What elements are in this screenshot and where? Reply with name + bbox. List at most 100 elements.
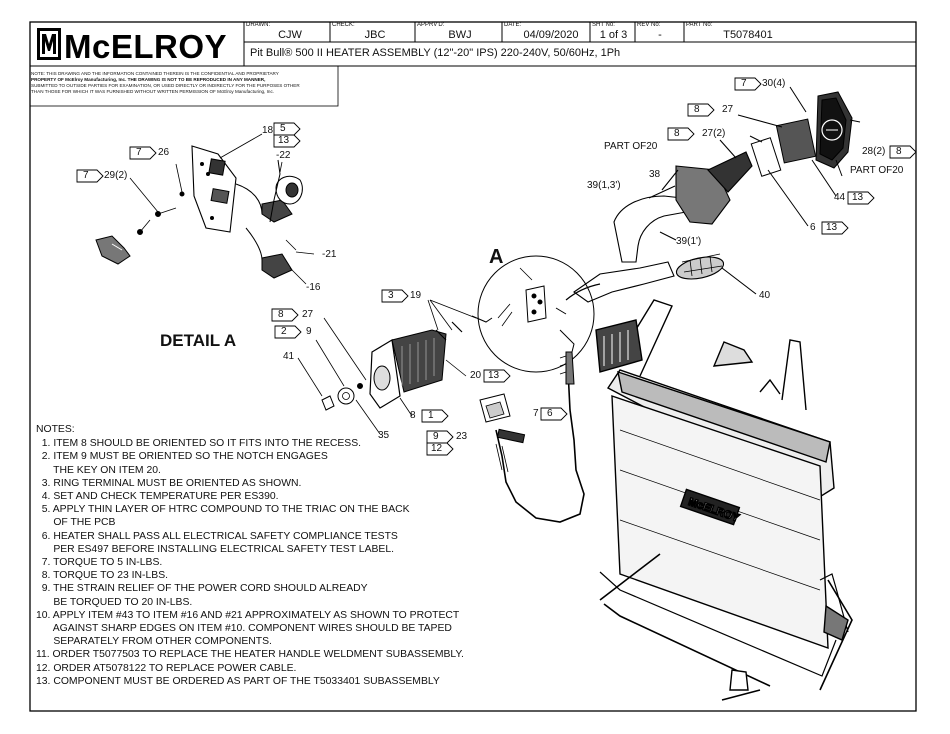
rev-value: -	[658, 29, 662, 41]
flag-8: 8	[674, 128, 680, 139]
note-line: THE KEY ON ITEM 20.	[36, 464, 161, 476]
callout-29: 29(2)	[104, 170, 128, 181]
notes-block: NOTES: 1. ITEM 8 SHOULD BE ORIENTED SO I…	[36, 423, 506, 688]
notes-title: NOTES:	[36, 424, 75, 435]
flag-outlines	[76, 77, 917, 456]
confidential-line: THAN THOSE FOR WHICH IT WAS FURNISHED WI…	[31, 89, 275, 94]
flag-12: 12	[431, 443, 443, 454]
callout-30: 30(4)	[762, 78, 786, 89]
part-caption: PART No:	[686, 22, 713, 28]
callout-part-of-20: PART OF20	[850, 165, 904, 176]
note-line: 7. TORQUE TO 5 IN-LBS.	[36, 557, 163, 569]
callout-27-2: 27(2)	[702, 128, 726, 139]
drawn-caption: DRAWN:	[246, 22, 271, 28]
flag-5: 5	[280, 123, 286, 134]
sheet-value: 1 of 3	[599, 29, 628, 41]
flag-9: 9	[433, 431, 439, 442]
callout-39-a: 39(1,3')	[587, 180, 621, 191]
callout-27-c: 27	[302, 309, 314, 320]
callout-44: 44	[834, 192, 846, 203]
flag-1: 1	[428, 410, 434, 421]
callout-8: 8	[410, 410, 416, 421]
callout-18: 18	[262, 125, 274, 136]
callout-16: -16	[306, 282, 321, 293]
rev-caption: REV No:	[637, 22, 661, 28]
flag-13: 13	[826, 222, 838, 233]
callout-part-of-20: PART OF20	[604, 141, 658, 152]
flag-7: 7	[83, 170, 89, 181]
note-line: AGAINST SHARP EDGES ON ITEM #10. COMPONE…	[36, 623, 452, 635]
callout-9: 9	[306, 326, 312, 337]
note-line: SEPARATELY FROM OTHER COMPONENTS.	[36, 636, 272, 648]
check-caption: CHECK:	[332, 22, 355, 28]
note-line: 12. ORDER AT5078122 TO REPLACE POWER CAB…	[36, 662, 297, 674]
callout-6: 6	[810, 222, 816, 233]
callout-26: 26	[158, 147, 170, 158]
callout-40: 40	[759, 290, 771, 301]
date-caption: DATE:	[504, 22, 522, 28]
flag-6: 6	[547, 408, 553, 419]
flag-2: 2	[281, 326, 287, 337]
note-line: 5. APPLY THIN LAYER OF HTRC COMPOUND TO …	[36, 504, 410, 516]
drawn-value: CJW	[278, 29, 302, 41]
note-line: PER ES497 BEFORE INSTALLING ELECTRICAL S…	[36, 543, 395, 555]
callout-39-b: 39(1')	[676, 236, 702, 247]
callout-19: 19	[410, 290, 422, 301]
callout-7: 7	[533, 408, 539, 419]
detail-a-label: DETAIL A	[160, 331, 237, 350]
flag-8: 8	[278, 309, 284, 320]
note-line: 13. COMPONENT MUST BE ORDERED AS PART OF…	[36, 675, 440, 687]
confidentiality-notice: NOTE: THIS DRAWING AND THE INFORMATION C…	[31, 71, 336, 95]
callout-20: 20	[470, 370, 482, 381]
note-line: 11. ORDER T5077503 TO REPLACE THE HEATER…	[36, 649, 464, 661]
confidential-line: SUBMITTED TO OUTSIDE PARTIES FOR EXAMINA…	[31, 83, 300, 88]
callout-41: 41	[283, 351, 295, 362]
callout-38: 38	[649, 169, 661, 180]
flag-13: 13	[278, 135, 290, 146]
note-line: 2. ITEM 9 MUST BE ORIENTED SO THE NOTCH …	[36, 451, 328, 463]
flag-13: 13	[852, 192, 864, 203]
note-line: 4. SET AND CHECK TEMPERATURE PER ES390.	[36, 491, 279, 503]
callout-35: 35	[378, 430, 390, 441]
flag-8: 8	[694, 104, 700, 115]
callout-22: -22	[276, 150, 291, 161]
flag-7: 7	[136, 147, 142, 158]
note-line: BE TORQUED TO 20 IN-LBS.	[36, 596, 193, 608]
apprvd-caption: APPRV'D:	[417, 22, 445, 28]
apprvd-value: BWJ	[448, 29, 472, 41]
detail-a-view	[477, 255, 601, 373]
note-line: 6. HEATER SHALL PASS ALL ELECTRICAL SAFE…	[36, 530, 398, 542]
check-value: JBC	[364, 29, 386, 41]
detail-a-parts	[297, 299, 493, 435]
power-cable	[479, 351, 585, 523]
note-line: 10. APPLY ITEM #43 TO ITEM #16 AND #21 A…	[36, 609, 460, 621]
flag-13: 13	[488, 370, 500, 381]
part-number: T5078401	[723, 29, 773, 41]
drawing-description: Pit Bull® 500 II HEATER ASSEMBLY (12"-20…	[250, 47, 621, 59]
note-line: 9. THE STRAIN RELIEF OF THE POWER CORD S…	[36, 583, 368, 595]
detail-a-marker: A	[489, 246, 504, 268]
flag-7: 7	[741, 78, 747, 89]
callout-23: 23	[456, 431, 468, 442]
flag-3: 3	[388, 290, 394, 301]
flag-8: 8	[896, 146, 902, 157]
callout-28: 28(2)	[862, 146, 886, 157]
mcelroy-logo: McELROY	[37, 28, 227, 65]
heater-handle	[573, 139, 757, 303]
heater-stand: McELROY	[595, 299, 853, 701]
note-line: 3. RING TERMINAL MUST BE ORIENTED AS SHO…	[36, 477, 302, 489]
confidential-line: PROPERTY OF McElroy Manufacturing, Inc. …	[31, 77, 266, 82]
date-value: 04/09/2020	[523, 29, 579, 41]
note-line: 1. ITEM 8 SHOULD BE ORIENTED SO IT FITS …	[36, 438, 362, 450]
svg-text:McELROY: McELROY	[64, 28, 227, 65]
cap-assembly	[737, 86, 861, 227]
note-line: OF THE PCB	[36, 517, 116, 529]
callout-21: -21	[322, 249, 337, 260]
note-line: 8. TORQUE TO 23 IN-LBS.	[36, 570, 169, 582]
pcb-assembly	[95, 133, 315, 285]
sheet-caption: SHT No:	[592, 22, 615, 28]
callout-27: 27	[722, 104, 734, 115]
confidential-line: NOTE: THIS DRAWING AND THE INFORMATION C…	[31, 71, 279, 76]
